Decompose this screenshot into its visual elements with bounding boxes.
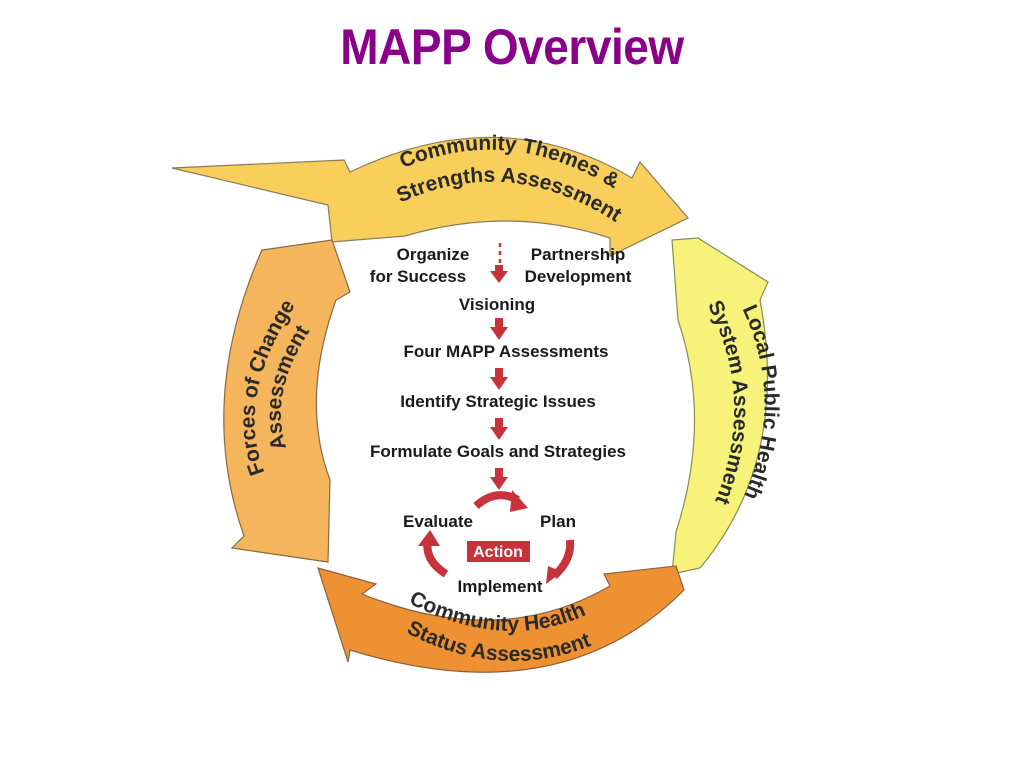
top-assessment-arrow	[171, 136, 689, 257]
step-organize-line1: Organize	[397, 245, 470, 264]
cycle-evaluate: Evaluate	[403, 512, 473, 531]
down-arrow-4	[490, 418, 508, 440]
action-box	[467, 541, 530, 562]
slide-title: MAPP Overview	[340, 19, 684, 75]
step-partnership-line1: Partnership	[531, 245, 625, 264]
step-partnership-line2: Development	[525, 267, 632, 286]
step-visioning: Visioning	[459, 295, 535, 314]
left-assessment-arrow	[223, 239, 351, 563]
bottom-assessment-arrow	[317, 565, 685, 673]
action-label: Action	[473, 544, 523, 561]
step-goals-strategies: Formulate Goals and Strategies	[370, 442, 626, 461]
right-assessment-arrow	[671, 237, 769, 575]
down-arrow-3	[490, 368, 508, 390]
down-arrow-1	[490, 265, 508, 283]
cycle-arrowhead-right	[546, 566, 562, 584]
down-arrow-2	[490, 318, 508, 340]
cycle-implement: Implement	[457, 577, 542, 596]
down-arrow-5	[490, 468, 508, 490]
cycle-arrowhead-left	[418, 530, 440, 546]
cycle-plan: Plan	[540, 512, 576, 531]
step-strategic-issues: Identify Strategic Issues	[400, 392, 596, 411]
step-four-assessments: Four MAPP Assessments	[403, 342, 608, 361]
step-organize-line2: for Success	[370, 267, 466, 286]
cycle-arrowhead-top	[510, 490, 528, 512]
